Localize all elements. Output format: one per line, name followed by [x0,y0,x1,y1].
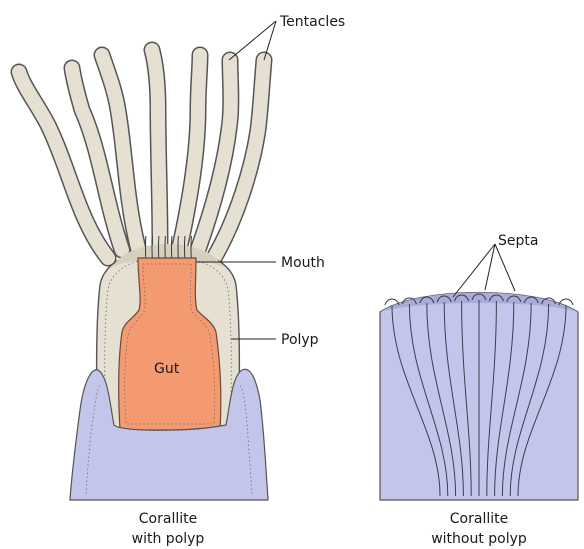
polyp-label: Polyp [281,332,319,348]
tentacles [19,50,264,258]
tentacle-5 [180,55,200,246]
caption-without-polyp-line2: without polyp [431,531,527,547]
tentacles-label: Tentacles [279,14,345,30]
corallite-with-polyp [19,50,268,500]
caption-with-polyp-line1: Corallite [139,511,197,527]
septa-label: Septa [498,233,538,249]
tentacle-4 [152,50,160,246]
mouth-label: Mouth [281,255,325,271]
corallite-without-polyp [380,293,578,501]
gut-label: Gut [154,361,180,377]
caption-without-polyp-line1: Corallite [450,511,508,527]
septa-leader-1 [453,244,495,297]
caption-with-polyp-line2: with polyp [132,531,205,547]
septa-leader-3 [495,244,515,291]
